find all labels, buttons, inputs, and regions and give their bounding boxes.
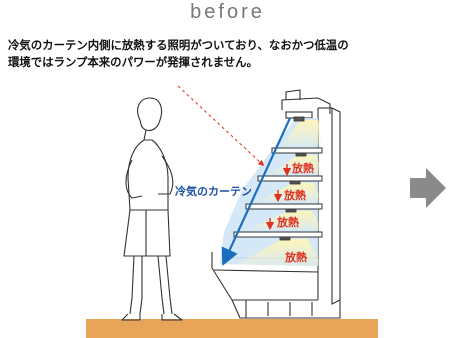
- lamps: [279, 116, 307, 241]
- description: 冷気のカーテン内側に放熱する照明がついており、なおかつ低温の 環境ではランプ本来…: [8, 37, 448, 71]
- heat-label-2: 放熱: [283, 188, 306, 202]
- next-arrow-icon: [410, 168, 446, 208]
- floor: [86, 319, 378, 338]
- description-line-2: 環境ではランプ本来のパワーが発揮されません。: [8, 55, 258, 69]
- curtain-label: 冷気のカーテン: [175, 184, 252, 198]
- sight-line: [177, 85, 265, 167]
- description-line-1: 冷気のカーテン内側に放熱する照明がついており、なおかつ低温の: [8, 38, 349, 52]
- page-title: before: [190, 1, 265, 23]
- cold-air-arrow: [221, 117, 292, 267]
- heat-label-4: 放熱: [284, 250, 307, 264]
- heat-label-1: 放熱: [291, 161, 314, 175]
- person-figure: [121, 97, 183, 321]
- heat-label-3: 放熱: [276, 215, 299, 229]
- shelves: [233, 147, 323, 238]
- heat-arrows: [265, 164, 292, 231]
